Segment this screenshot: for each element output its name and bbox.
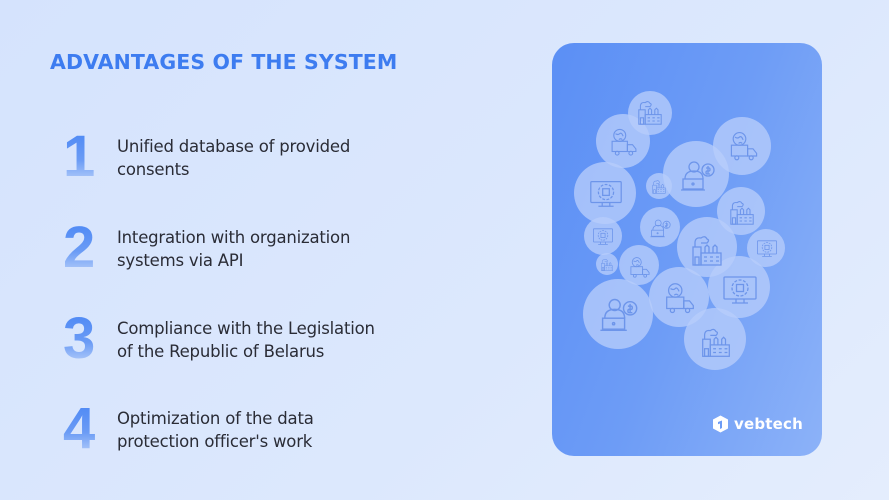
- item-text-line: Unified database of provided: [117, 137, 351, 156]
- item-text: Optimization of the data protection offi…: [117, 407, 314, 453]
- item-number: 2: [63, 215, 96, 280]
- advantage-item-1: 1 Unified database of provided consents: [60, 127, 440, 195]
- item-number: 3: [63, 306, 96, 371]
- advantage-item-4: 4 Optimization of the data protection of…: [60, 399, 440, 467]
- bubble-cluster-illustration: [574, 91, 785, 370]
- item-text-line: Integration with organization: [117, 228, 351, 247]
- illustration-card: vebtech: [552, 43, 822, 456]
- item-text-line: of the Republic of Belarus: [117, 342, 325, 361]
- vebtech-logo: vebtech: [712, 415, 803, 433]
- advantage-item-3: 3 Compliance with the Legislation of the…: [60, 309, 440, 377]
- item-number: 1: [63, 124, 96, 189]
- item-text: Unified database of provided consents: [117, 135, 350, 181]
- item-text: Compliance with the Legislation of the R…: [117, 317, 375, 363]
- item-text-line: Optimization of the data: [117, 409, 314, 428]
- vebtech-logo-icon: [713, 415, 728, 433]
- item-text-line: protection officer's work: [117, 432, 313, 451]
- logo-text: vebtech: [734, 415, 804, 433]
- item-number: 4: [63, 396, 96, 461]
- item-text: Integration with organization systems vi…: [117, 226, 350, 272]
- advantage-item-2: 2 Integration with organization systems …: [60, 218, 440, 286]
- item-text-line: consents: [117, 160, 190, 179]
- item-text-line: systems via API: [117, 251, 244, 270]
- slide-title: ADVANTAGES OF THE SYSTEM: [50, 50, 398, 74]
- item-text-line: Compliance with the Legislation: [117, 319, 375, 338]
